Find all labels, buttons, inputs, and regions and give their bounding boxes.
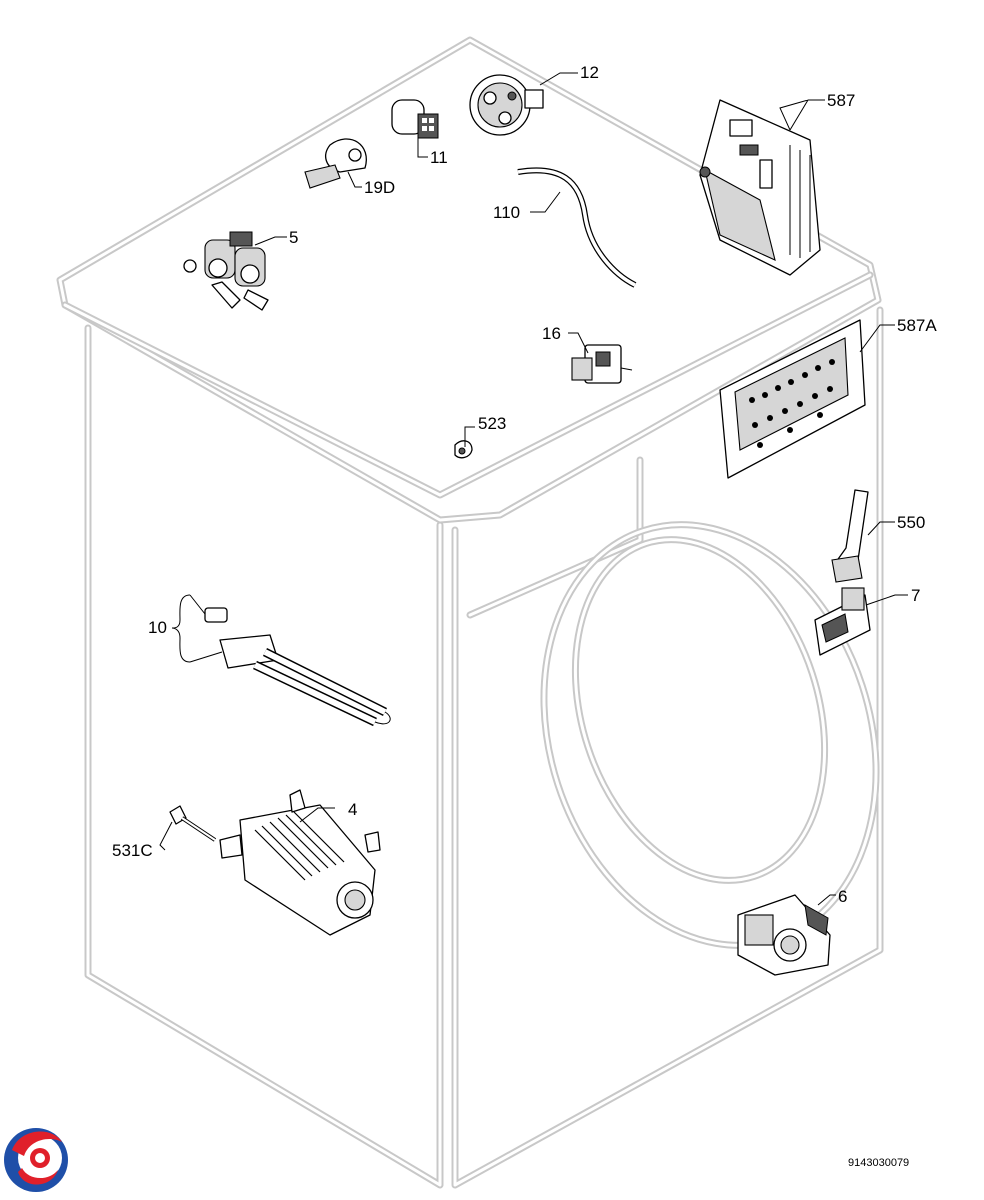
part-550-door-handle[interactable] <box>831 489 869 583</box>
callout-19d: 19D <box>364 178 395 197</box>
callout-550: 550 <box>897 513 925 532</box>
part-7-door-interlock[interactable] <box>814 587 871 656</box>
document-number: 9143030079 <box>848 1157 909 1169</box>
part-110-hose[interactable] <box>517 167 637 288</box>
part-587a-control-board[interactable] <box>719 319 866 479</box>
part-5-inlet-valve[interactable] <box>183 231 269 311</box>
callout-587a: 587A <box>897 316 937 335</box>
callout-110: 110 <box>493 203 520 222</box>
part-523-clip[interactable] <box>454 440 473 459</box>
part-4-motor[interactable] <box>219 789 381 936</box>
callout-7: 7 <box>911 586 920 605</box>
part-19d-grommet[interactable] <box>304 138 367 189</box>
part-11-interference-filter[interactable] <box>391 99 439 139</box>
callout-10: 10 <box>148 618 167 637</box>
callout-587: 587 <box>827 91 855 110</box>
part-587-electronic-module[interactable] <box>699 99 821 276</box>
callout-5: 5 <box>289 228 298 247</box>
callout-12: 12 <box>580 63 599 82</box>
part-531c-screw[interactable] <box>169 805 217 842</box>
callout-6: 6 <box>838 887 847 906</box>
callout-11: 11 <box>430 148 448 167</box>
callout-531c: 531C <box>112 841 153 860</box>
callout-523: 523 <box>478 414 506 433</box>
part-12-pressure-switch[interactable] <box>469 74 544 136</box>
leader-lines <box>159 72 908 906</box>
part-6-drain-pump[interactable] <box>737 894 831 976</box>
callout-16: 16 <box>542 324 561 343</box>
callout-4: 4 <box>348 800 357 819</box>
brand-logo-icon <box>4 1128 68 1192</box>
callout-labels: 12 587 11 19D 110 5 16 587A 523 550 7 10… <box>112 63 937 906</box>
part-16-switch[interactable] <box>571 344 633 384</box>
part-10-heating-element[interactable] <box>204 607 391 727</box>
